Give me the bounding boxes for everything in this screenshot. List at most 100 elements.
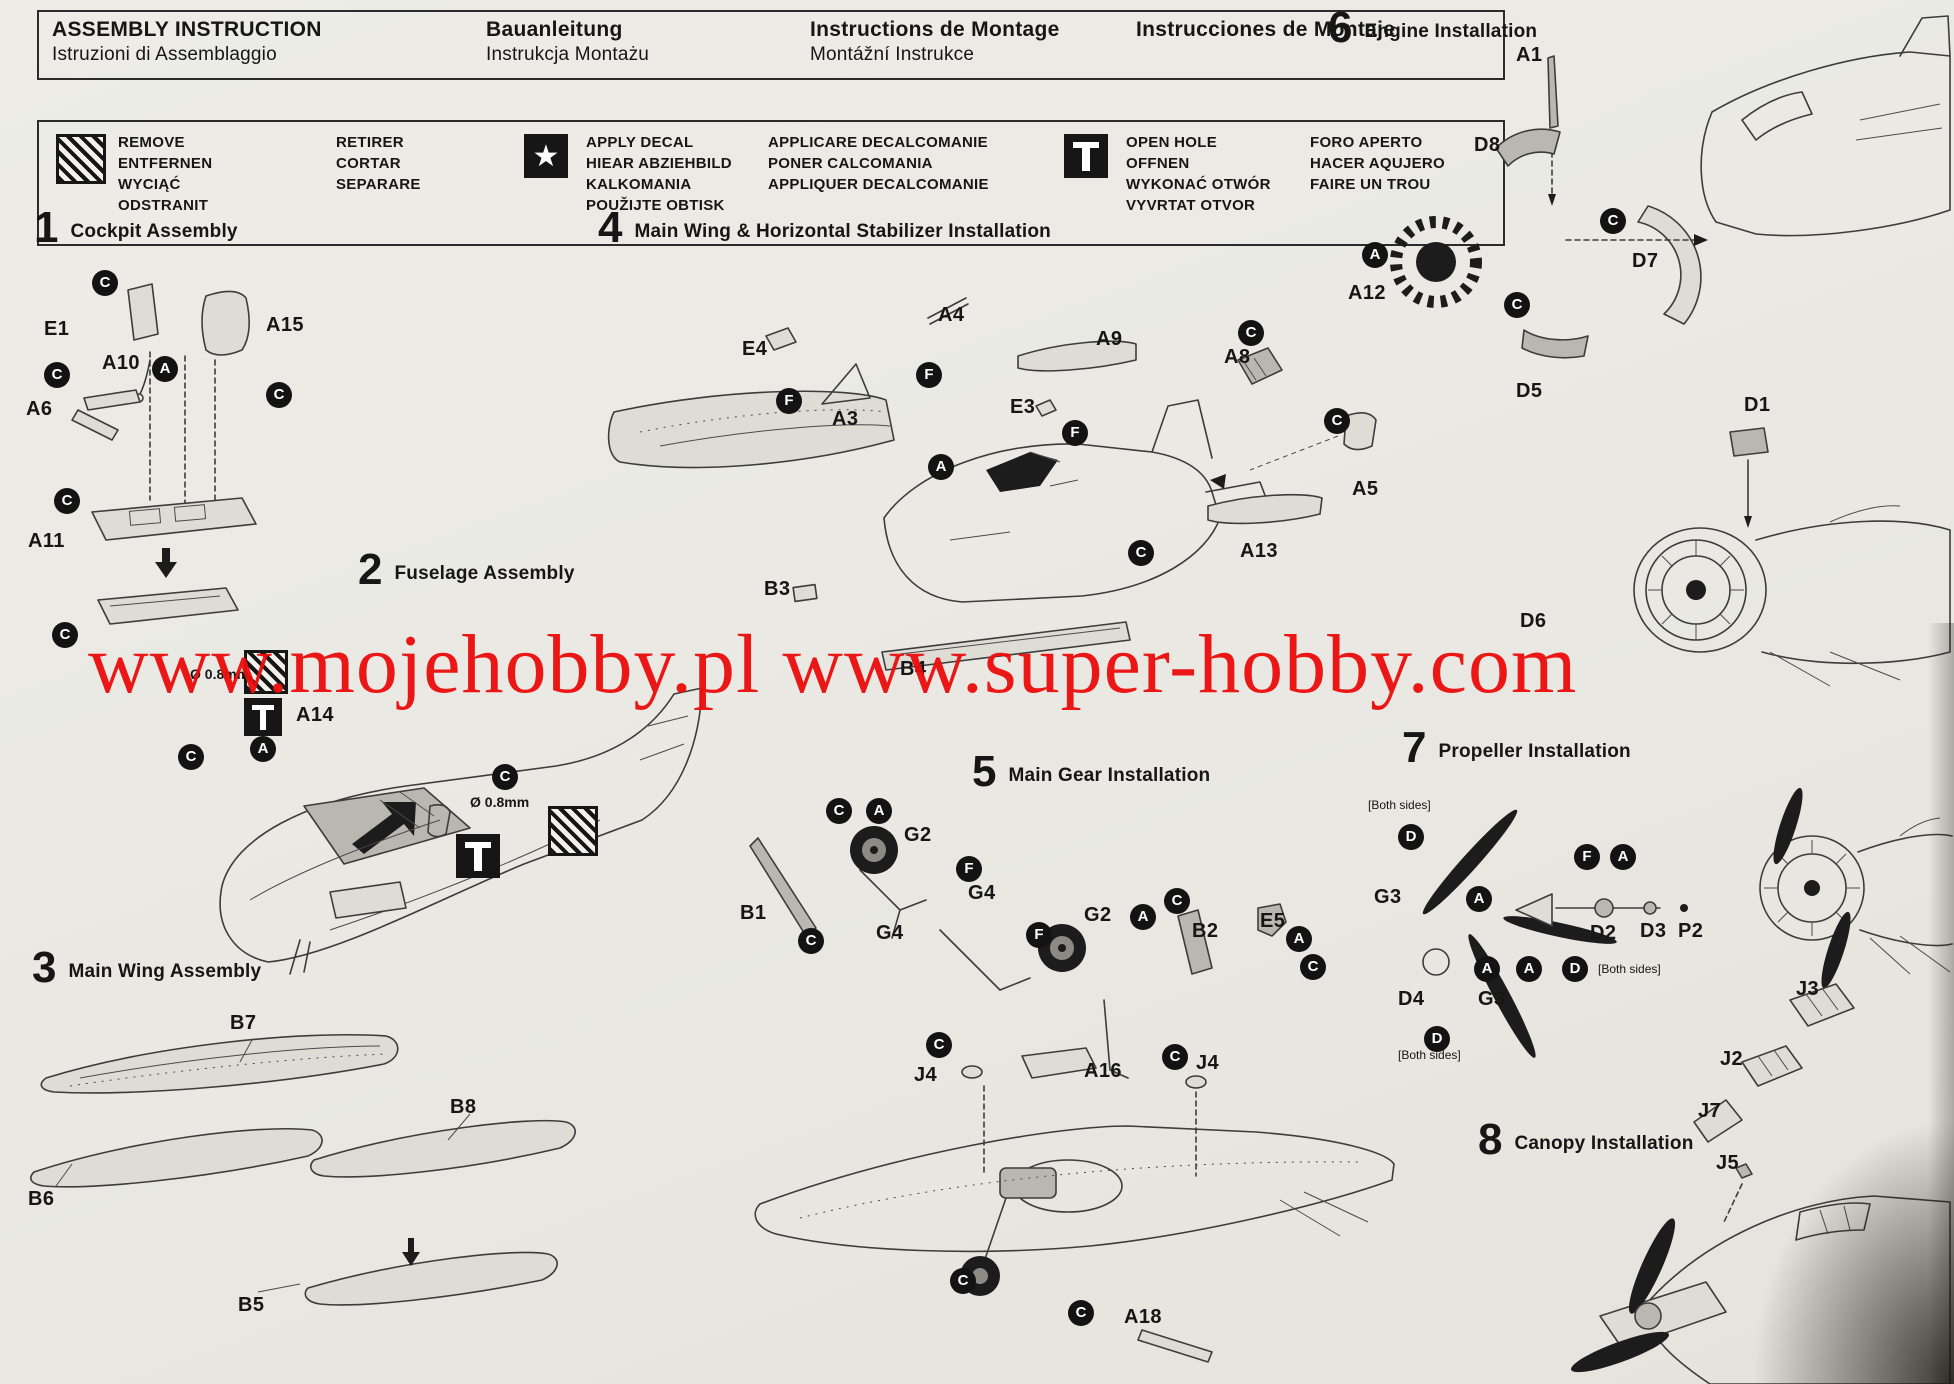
step2-header: 2 Fuselage Assembly [358, 548, 575, 592]
step3-title: Main Wing Assembly [68, 961, 262, 982]
part-label-j4: J4 [1196, 1052, 1220, 1074]
callout-c: C [1162, 1044, 1188, 1070]
step6-number: 6 [1328, 3, 1353, 52]
part-label-a15: A15 [266, 314, 304, 336]
part-label-g3: G3 [1478, 988, 1506, 1010]
callout-c: C [266, 382, 292, 408]
part-label-e3: E3 [1010, 396, 1036, 418]
step8-header: 8 Canopy Installation [1478, 1118, 1694, 1162]
step6-engine-diagram [1390, 15, 1951, 687]
remove-icon [244, 650, 288, 694]
callout-f: F [956, 856, 982, 882]
callout-f: F [916, 362, 942, 388]
callout-c: C [52, 622, 78, 648]
part-label-a13: A13 [1240, 540, 1278, 562]
step3-header: 3 Main Wing Assembly [32, 946, 261, 990]
header-title-es: Instrucciones de Montaje [1136, 18, 1396, 41]
part-label-b3: B3 [764, 578, 791, 600]
header-title-it: Istruzioni di Assemblaggio [52, 44, 277, 65]
part-label-b7: B7 [230, 1012, 257, 1034]
part-label-a16: A16 [1084, 1060, 1122, 1082]
callout-a: A [1466, 886, 1492, 912]
part-label-a10: A10 [102, 352, 140, 374]
legend-line: HIEAR ABZIEHBILD [586, 155, 732, 172]
part-label-e1: E1 [44, 318, 70, 340]
both-sides-note: [Both sides] [1598, 962, 1661, 976]
part-label-b1: B1 [740, 902, 767, 924]
part-label-p2: P2 [1678, 920, 1704, 942]
header-title-en: ASSEMBLY INSTRUCTION [52, 18, 322, 41]
callout-c: C [92, 270, 118, 296]
callout-d: D [1424, 1026, 1450, 1052]
callout-c: C [1600, 208, 1626, 234]
callout-a: A [1362, 242, 1388, 268]
legend-line: RETIRER [336, 134, 404, 151]
callout-c: C [926, 1032, 952, 1058]
step1-cockpit-diagram [71, 283, 257, 625]
step8-title: Canopy Installation [1514, 1133, 1694, 1154]
callout-f: F [1062, 420, 1088, 446]
part-label-b2: B2 [1192, 920, 1219, 942]
legend-line: KALKOMANIA [586, 176, 692, 193]
header-title-box [37, 10, 1505, 80]
header-title-pl: Instrukcja Montażu [486, 44, 650, 65]
legend-line: APPLY DECAL [586, 134, 694, 151]
part-label-j2: J2 [1720, 1048, 1744, 1070]
legend-line: OPEN HOLE [1126, 134, 1218, 151]
step7-header: 7 Propeller Installation [1402, 726, 1631, 770]
part-label-e4: E4 [742, 338, 768, 360]
legend-line: CORTAR [336, 155, 401, 172]
step4-wing-stab-diagram [607, 297, 1377, 671]
step2-fuselage-diagram [219, 687, 703, 975]
step8-canopy-diagram [1571, 983, 1951, 1384]
part-label-g2: G2 [1084, 904, 1112, 926]
both-sides-note: [Both sides] [1368, 798, 1431, 812]
callout-c: C [492, 764, 518, 790]
callout-c: C [826, 798, 852, 824]
callout-a: A [1610, 844, 1636, 870]
legend-line: APPLICARE DECALCOMANIE [768, 134, 988, 151]
step7-title: Propeller Installation [1438, 741, 1631, 762]
part-label-b4: B4 [900, 658, 927, 680]
callout-c: C [1300, 954, 1326, 980]
part-label-g3: G3 [1374, 886, 1402, 908]
apply-decal-icon: ★ [524, 134, 568, 178]
legend-line: ODSTRANIT [118, 197, 209, 214]
part-label-d3: D3 [1640, 920, 1667, 942]
part-label-a14: A14 [296, 704, 334, 726]
legend-line: APPLIQUER DECALCOMANIE [768, 176, 989, 193]
legend-line: OFFNEN [1126, 155, 1190, 172]
part-label-b5: B5 [238, 1294, 265, 1316]
part-label-d1: D1 [1744, 394, 1771, 416]
part-label-j4: J4 [914, 1064, 938, 1086]
step5-number: 5 [972, 747, 997, 796]
legend-line: PONER CALCOMANIA [768, 155, 933, 172]
legend-line: WYCIĄĆ [118, 176, 181, 193]
callout-c: C [178, 744, 204, 770]
part-label-j5: J5 [1716, 1152, 1740, 1174]
step1-title: Cockpit Assembly [70, 221, 238, 242]
header-title-de: Bauanleitung [486, 18, 623, 41]
step4-header: 4 Main Wing & Horizontal Stabilizer Inst… [598, 206, 1051, 250]
callout-c: C [1164, 888, 1190, 914]
step5-gear-diagram [749, 826, 1395, 1363]
step4-number: 4 [598, 203, 623, 252]
legend-line: WYKONAĆ OTWÓR [1126, 176, 1271, 193]
part-label-a11: A11 [28, 530, 65, 552]
part-label-g4: G4 [876, 922, 904, 944]
callout-d: D [1398, 824, 1424, 850]
part-label-b6: B6 [28, 1188, 55, 1210]
step5-header: 5 Main Gear Installation [972, 750, 1210, 794]
step1-number: 1 [34, 203, 59, 252]
callout-c: C [1068, 1300, 1094, 1326]
callout-c: C [1238, 320, 1264, 346]
callout-d: D [1562, 956, 1588, 982]
part-label-e5: E5 [1260, 910, 1286, 932]
part-label-d6: D6 [1520, 610, 1547, 632]
callout-f: F [776, 388, 802, 414]
legend-box [37, 120, 1505, 246]
part-label-a1: A1 [1516, 44, 1543, 66]
legend-line: SEPARARE [336, 176, 421, 193]
step3-wing-diagram [30, 1033, 576, 1306]
callout-c: C [1324, 408, 1350, 434]
